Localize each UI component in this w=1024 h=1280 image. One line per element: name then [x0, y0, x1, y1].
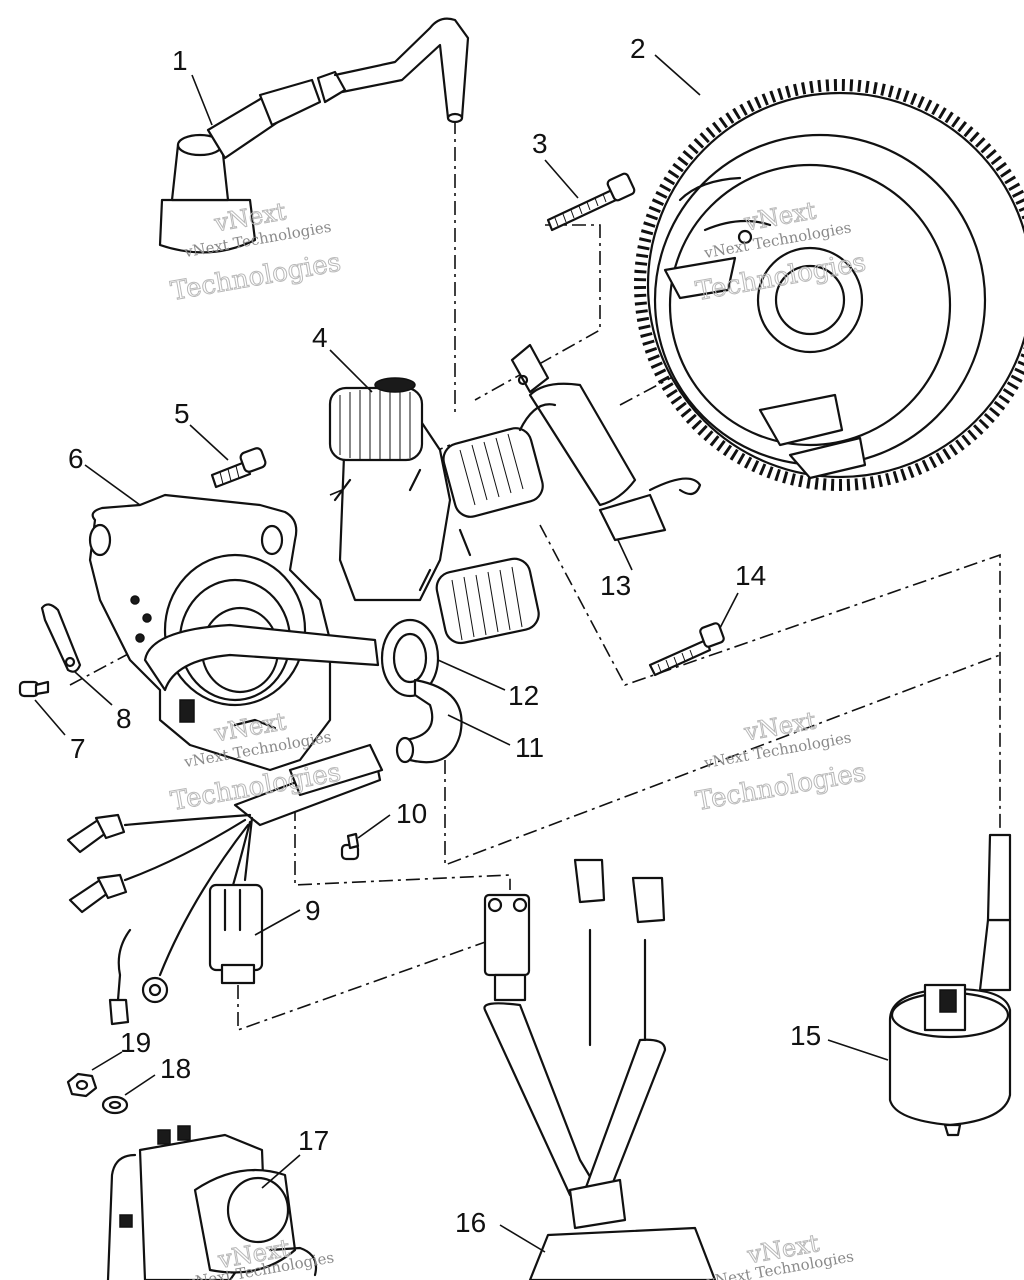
screw-10 — [340, 832, 360, 861]
callout-12: 12 — [508, 680, 539, 711]
flywheel — [634, 79, 1024, 491]
screw-5 — [210, 447, 267, 489]
callout-19: 19 — [120, 1027, 151, 1058]
trigger-coil-13 — [510, 343, 702, 542]
clamp-8 — [40, 603, 82, 673]
callout-14: 14 — [735, 560, 766, 591]
callout-4: 4 — [312, 322, 328, 353]
screw-14 — [648, 622, 725, 677]
lockwasher-18 — [101, 1095, 129, 1115]
grommet-12 — [380, 618, 440, 698]
cdi-unit — [483, 858, 717, 1280]
callout-7: 7 — [70, 733, 86, 764]
callout-3: 3 — [532, 128, 548, 159]
callout-9: 9 — [305, 895, 321, 926]
nut-19 — [66, 1072, 98, 1098]
callout-1: 1 — [172, 45, 188, 76]
callout-15: 15 — [790, 1020, 821, 1051]
stator-assembly — [328, 377, 544, 645]
callout-13: 13 — [600, 570, 631, 601]
callout-8: 8 — [116, 703, 132, 734]
wire-tube-11 — [143, 623, 463, 797]
callout-labels: 1 2 3 4 5 6 7 8 9 10 11 12 13 14 15 16 1… — [68, 33, 821, 1238]
leader-lines — [34, 54, 889, 1253]
callout-16: 16 — [455, 1207, 486, 1238]
starter-solenoid — [106, 1125, 318, 1280]
spark-plug-cap — [158, 17, 470, 254]
callout-11: 11 — [515, 732, 544, 763]
callout-10: 10 — [396, 798, 427, 829]
screw-7 — [18, 680, 50, 698]
callout-17: 17 — [298, 1125, 329, 1156]
screw-3 — [546, 172, 636, 232]
callout-6: 6 — [68, 443, 84, 474]
ignition-coil — [888, 833, 1012, 1137]
callout-2: 2 — [630, 33, 646, 64]
callout-5: 5 — [174, 398, 190, 429]
callout-18: 18 — [160, 1053, 191, 1084]
